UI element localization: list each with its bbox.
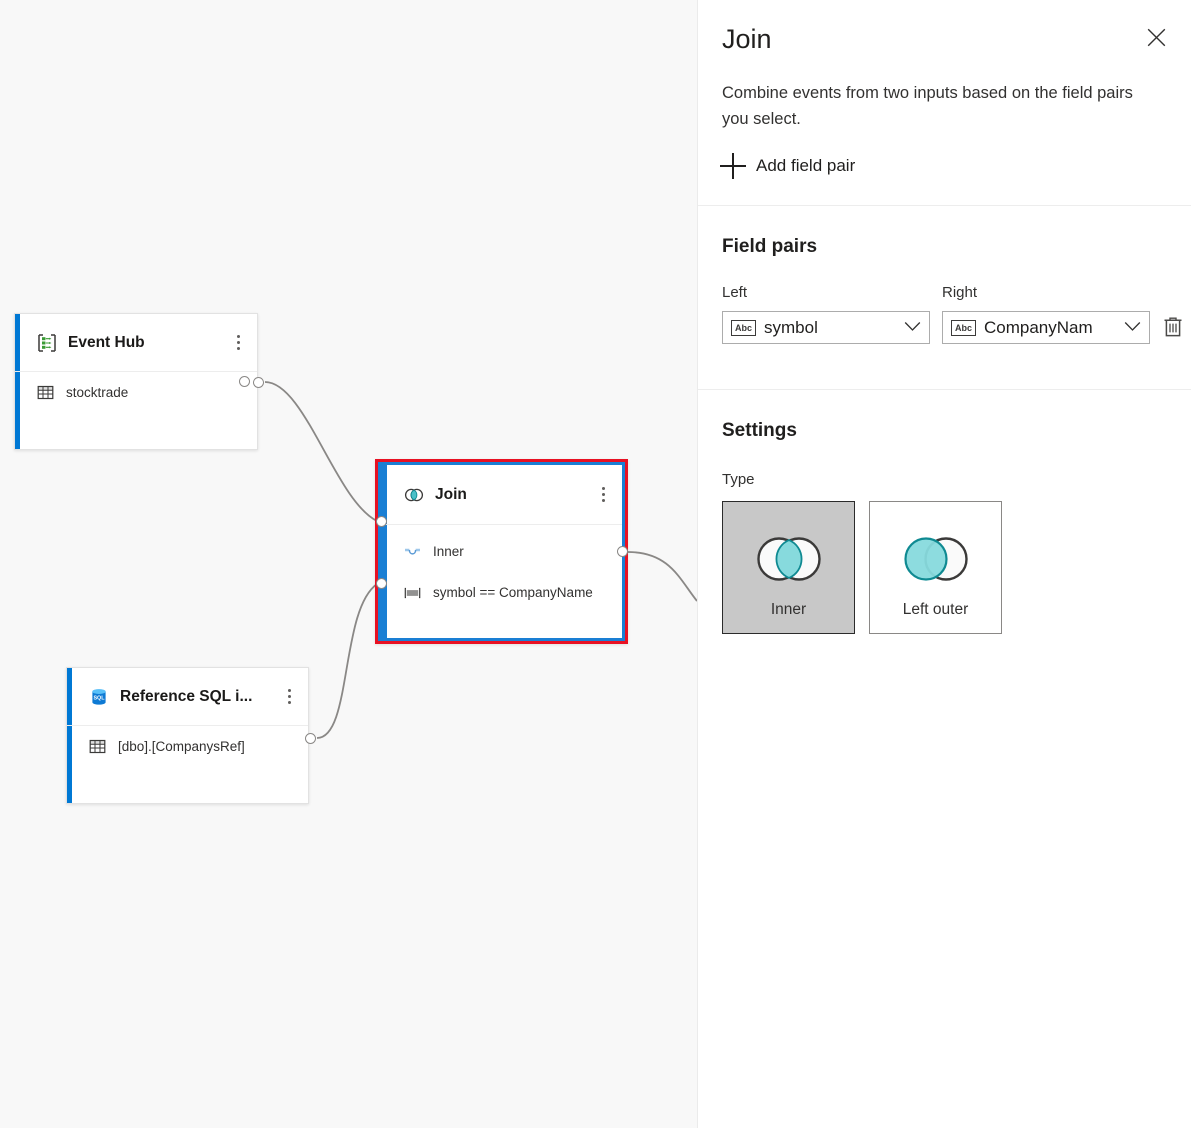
venn-left-outer-icon — [894, 532, 978, 591]
add-field-pair-label: Add field pair — [756, 156, 856, 175]
node-accent-bar — [15, 314, 20, 449]
field-pair-row: Left Abc symbol Right Abc — [722, 284, 1182, 344]
join-output-port[interactable] — [617, 546, 628, 557]
plus-icon — [720, 153, 746, 179]
right-field-value: CompanyNam — [984, 317, 1093, 337]
venn-inner-icon — [747, 532, 831, 591]
chevron-down-icon — [904, 319, 921, 337]
node-header: Join — [381, 465, 622, 525]
event-hub-output-port[interactable] — [253, 377, 264, 388]
join-type-label: Inner — [770, 601, 807, 618]
reference-sql-output-port[interactable] — [305, 733, 316, 744]
node-event-hub[interactable]: Event Hub stocktrade — [14, 313, 258, 450]
join-properties-panel: Join Combine events from two inputs base… — [698, 0, 1191, 1128]
port-output[interactable] — [239, 376, 250, 387]
trash-icon — [1164, 317, 1182, 337]
kebab-menu-icon[interactable] — [594, 484, 612, 506]
close-icon[interactable] — [1139, 20, 1173, 54]
node-row-label: Inner — [433, 544, 464, 559]
node-header: SQL Reference SQL i... — [67, 668, 308, 726]
node-accent-bar — [381, 465, 387, 638]
node-accent-bar — [67, 668, 72, 803]
node-title: Join — [435, 485, 467, 503]
node-row-label: [dbo].[CompanysRef] — [118, 739, 245, 754]
field-pairs-title: Field pairs — [722, 236, 818, 257]
abc-string-icon: Abc — [951, 319, 976, 336]
sql-database-icon: SQL — [89, 687, 109, 707]
node-body: Inner symbol == CompanyName — [381, 525, 622, 613]
node-join[interactable]: Join Inner — [375, 459, 628, 644]
svg-text:SQL: SQL — [93, 695, 105, 701]
event-hub-icon — [37, 333, 57, 353]
right-field-dropdown[interactable]: Abc CompanyNam — [942, 311, 1150, 344]
table-icon — [37, 384, 54, 401]
left-field-dropdown[interactable]: Abc symbol — [722, 311, 930, 344]
join-type-label: Left outer — [902, 601, 969, 618]
right-label: Right — [942, 284, 978, 301]
type-label: Type — [722, 471, 755, 488]
table-icon — [89, 738, 106, 755]
node-row-label: stocktrade — [66, 385, 129, 400]
settings-section: Settings Type Inner — [698, 390, 1191, 634]
node-reference-sql[interactable]: SQL Reference SQL i... [dbo].[Company — [66, 667, 309, 804]
node-row[interactable]: stocktrade — [37, 372, 247, 413]
field-pair-icon — [404, 586, 421, 600]
kebab-menu-icon[interactable] — [229, 332, 247, 354]
node-header: Event Hub — [15, 314, 257, 372]
field-pairs-section: Field pairs Left Abc symbol — [698, 206, 1191, 344]
join-input-port-left[interactable] — [376, 516, 387, 527]
divider — [698, 205, 1191, 206]
left-label: Left — [722, 284, 748, 301]
node-row[interactable]: Inner — [404, 531, 612, 572]
settings-title: Settings — [722, 420, 797, 441]
left-field-value: symbol — [764, 317, 818, 337]
node-row-label: symbol == CompanyName — [433, 585, 593, 600]
chevron-down-icon — [1124, 319, 1141, 337]
abc-string-icon: Abc — [731, 319, 756, 336]
join-type-inner-option[interactable]: Inner — [722, 501, 855, 634]
left-field-group: Left Abc symbol — [722, 284, 930, 344]
join-type-options: Inner Left outer — [722, 501, 1167, 634]
add-field-pair-button[interactable]: Add field pair — [720, 146, 865, 186]
join-venn-icon — [404, 487, 424, 503]
node-row[interactable]: symbol == CompanyName — [404, 572, 612, 613]
page-title: Join — [722, 24, 772, 54]
node-title: Reference SQL i... — [120, 687, 253, 705]
join-input-port-right[interactable] — [376, 578, 387, 589]
delete-field-pair-button[interactable] — [1162, 312, 1184, 342]
node-body: [dbo].[CompanysRef] — [67, 726, 308, 767]
join-type-left-outer-option[interactable]: Left outer — [869, 501, 1002, 634]
pipeline-canvas[interactable]: Event Hub stocktrade — [0, 0, 698, 1128]
node-row[interactable]: [dbo].[CompanysRef] — [89, 726, 298, 767]
right-field-group: Right Abc CompanyNam — [942, 284, 1150, 344]
node-body: stocktrade — [15, 372, 257, 413]
panel-header: Join — [698, 0, 1191, 56]
panel-description: Combine events from two inputs based on … — [722, 84, 1133, 128]
node-title: Event Hub — [68, 333, 145, 351]
kebab-menu-icon[interactable] — [280, 686, 298, 708]
divider — [698, 389, 1191, 390]
join-type-icon — [404, 545, 421, 559]
